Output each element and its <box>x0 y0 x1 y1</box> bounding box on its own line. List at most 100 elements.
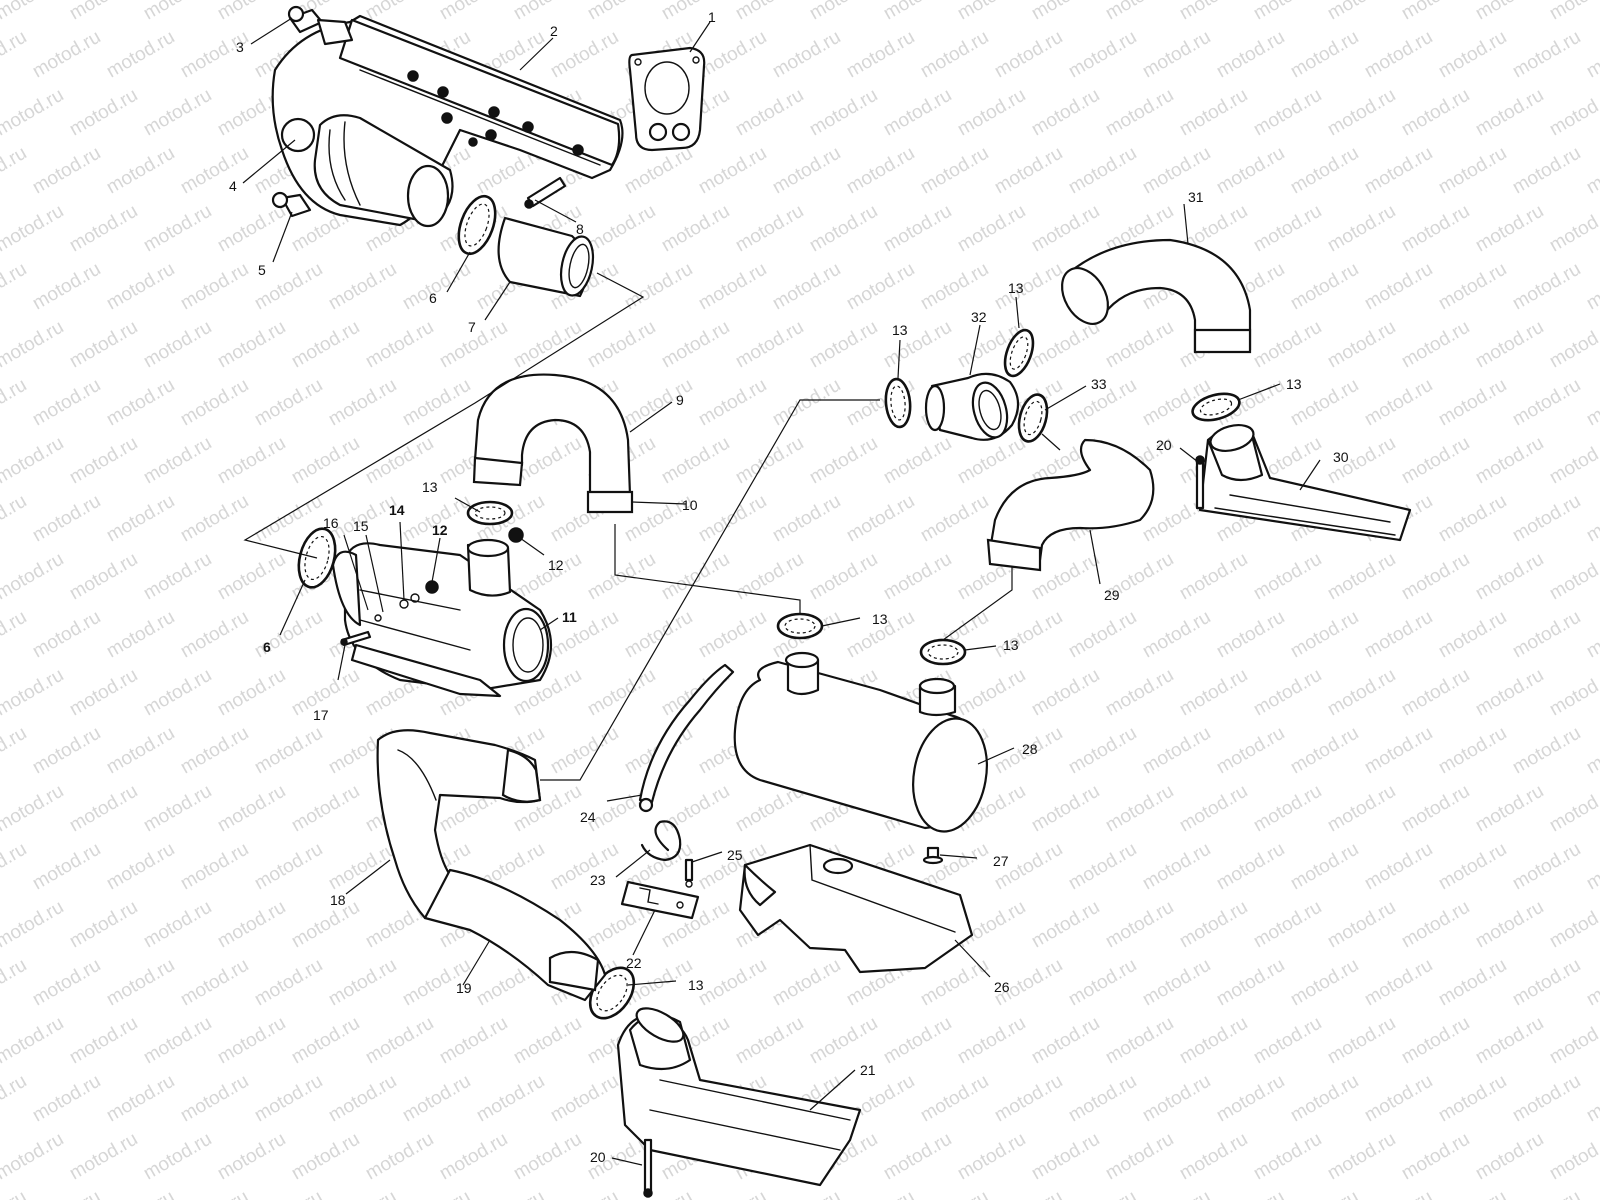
watermark-text: motod.ru <box>214 433 289 489</box>
watermark-text: motod.ru <box>621 143 696 199</box>
watermark-text: motod.ru <box>880 0 955 24</box>
watermark-text: motod.ru <box>584 317 659 373</box>
watermark-text: motod.ru <box>1250 85 1325 141</box>
watermark-text: motod.ru <box>732 85 807 141</box>
part-31-upper-hose <box>1060 238 1252 354</box>
watermark-text: motod.ru <box>769 491 844 547</box>
watermark-text: motod.ru <box>0 955 30 1011</box>
watermark-text: motod.ru <box>1509 259 1584 315</box>
watermark-text: motod.ru <box>1139 955 1214 1011</box>
watermark-text: motod.ru <box>1546 665 1600 721</box>
watermark-text: motod.ru <box>806 317 881 373</box>
watermark-text: motod.ru <box>1435 491 1510 547</box>
watermark-text: motod.ru <box>177 491 252 547</box>
watermark-text: motod.ru <box>1139 1187 1214 1200</box>
watermark-text: motod.ru <box>1176 0 1251 24</box>
watermark-text: motod.ru <box>325 375 400 431</box>
watermark-text: motod.ru <box>362 1129 437 1185</box>
watermark-text: motod.ru <box>1472 781 1547 837</box>
callout-7: 7 <box>468 319 476 335</box>
watermark-text: motod.ru <box>1213 143 1288 199</box>
watermark-text: motod.ru <box>29 27 104 83</box>
watermark-text: motod.ru <box>251 1071 326 1127</box>
callout-28: 28 <box>1022 741 1038 757</box>
watermark-text: motod.ru <box>991 1187 1066 1200</box>
watermark-text: motod.ru <box>1102 85 1177 141</box>
watermark-text: motod.ru <box>1065 839 1140 895</box>
callout-13-e: 13 <box>1008 280 1024 296</box>
watermark-text: motod.ru <box>1583 839 1600 895</box>
watermark-text: motod.ru <box>1176 781 1251 837</box>
watermark-text: motod.ru <box>880 201 955 257</box>
watermark-text: motod.ru <box>1398 1013 1473 1069</box>
watermark-text: motod.ru <box>1546 0 1600 24</box>
watermark-text: motod.ru <box>584 665 659 721</box>
watermark-text: motod.ru <box>177 375 252 431</box>
watermark-text: motod.ru <box>954 1129 1029 1185</box>
watermark-text: motod.ru <box>1250 781 1325 837</box>
watermark-text: motod.ru <box>29 607 104 663</box>
callout-31: 31 <box>1188 189 1204 205</box>
watermark-text: motod.ru <box>103 491 178 547</box>
watermark-text: motod.ru <box>732 201 807 257</box>
watermark-text: motod.ru <box>1398 781 1473 837</box>
watermark-text: motod.ru <box>917 491 992 547</box>
watermark-text: motod.ru <box>325 1187 400 1200</box>
watermark-text: motod.ru <box>1546 1129 1600 1185</box>
watermark-text: motod.ru <box>177 839 252 895</box>
watermark-text: motod.ru <box>843 491 918 547</box>
watermark-text: motod.ru <box>1213 723 1288 779</box>
watermark-text: motod.ru <box>1472 201 1547 257</box>
watermark-text: motod.ru <box>1028 665 1103 721</box>
watermark-text: motod.ru <box>1398 549 1473 605</box>
watermark-text: motod.ru <box>1028 897 1103 953</box>
watermark-text: motod.ru <box>991 1071 1066 1127</box>
watermark-text: motod.ru <box>954 433 1029 489</box>
watermark-text: motod.ru <box>0 317 67 373</box>
watermark-text: motod.ru <box>1583 1187 1600 1200</box>
watermark-text: motod.ru <box>140 317 215 373</box>
callout-9: 9 <box>676 392 684 408</box>
watermark-text: motod.ru <box>1324 85 1399 141</box>
watermark-text: motod.ru <box>0 491 30 547</box>
watermark-text: motod.ru <box>1583 27 1600 83</box>
watermark-text: motod.ru <box>1472 317 1547 373</box>
watermark-text: motod.ru <box>1583 955 1600 1011</box>
watermark-text: motod.ru <box>1361 375 1436 431</box>
part-20-screw-right <box>1195 455 1205 510</box>
watermark-text: motod.ru <box>991 607 1066 663</box>
part-13-clamp-e <box>1003 328 1035 378</box>
watermark-text: motod.ru <box>1509 27 1584 83</box>
part-2-exhaust-manifold <box>271 14 624 228</box>
watermark-text: motod.ru <box>1398 1129 1473 1185</box>
watermark-text: motod.ru <box>325 955 400 1011</box>
watermark-text: motod.ru <box>288 1013 363 1069</box>
watermark-text: motod.ru <box>436 1129 511 1185</box>
watermark-text: motod.ru <box>1324 1013 1399 1069</box>
watermark-text: motod.ru <box>1287 955 1362 1011</box>
callout-21: 21 <box>860 1062 876 1078</box>
watermark-text: motod.ru <box>66 897 141 953</box>
watermark-text: motod.ru <box>1546 781 1600 837</box>
watermark-text: motod.ru <box>0 1071 30 1127</box>
watermark-text: motod.ru <box>103 723 178 779</box>
watermark-text: motod.ru <box>1324 0 1399 24</box>
part-13-clamp-b <box>776 612 824 640</box>
watermark-text: motod.ru <box>1287 143 1362 199</box>
watermark-text: motod.ru <box>1102 1013 1177 1069</box>
watermark-text: motod.ru <box>288 1129 363 1185</box>
watermark-text: motod.ru <box>1509 955 1584 1011</box>
callout-13-a: 13 <box>422 479 438 495</box>
watermark-text: motod.ru <box>288 433 363 489</box>
watermark-text: motod.ru <box>547 839 622 895</box>
watermark-text: motod.ru <box>1546 897 1600 953</box>
watermark-text: motod.ru <box>769 1187 844 1200</box>
watermark-text: motod.ru <box>177 143 252 199</box>
watermark-text: motod.ru <box>1472 1013 1547 1069</box>
watermark-text: motod.ru <box>547 1187 622 1200</box>
part-9-u-pipe <box>472 373 634 514</box>
callout-labels: 1 2 3 4 5 6 7 8 9 10 11 12 12 13 13 13 1… <box>229 9 1349 1165</box>
watermark-text: motod.ru <box>0 607 30 663</box>
watermark-text: motod.ru <box>29 259 104 315</box>
watermark-text: motod.ru <box>584 201 659 257</box>
